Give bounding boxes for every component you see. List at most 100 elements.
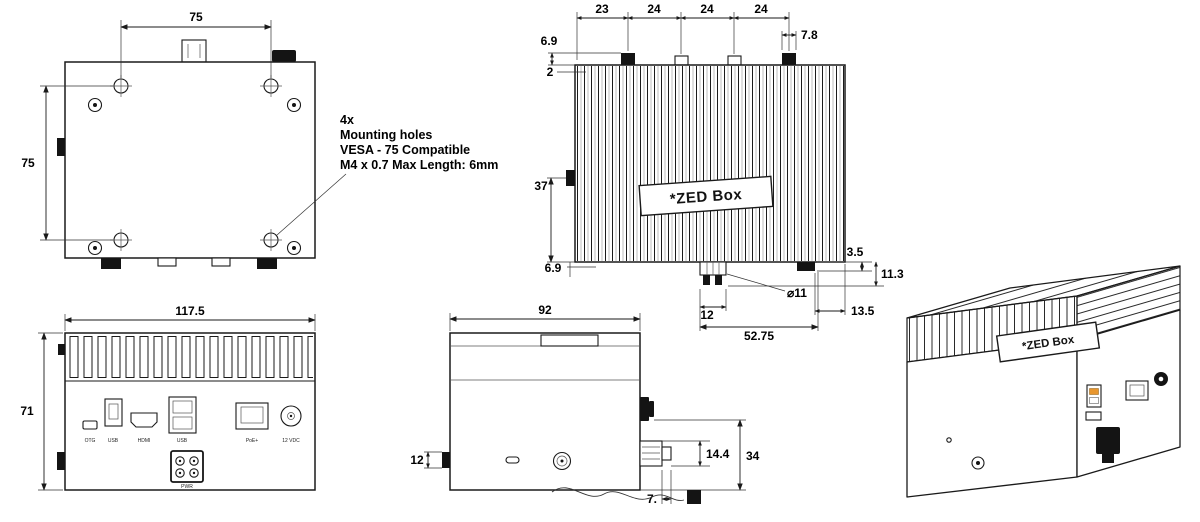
view-iso: *ZED Box xyxy=(906,265,1181,498)
dim-side-width: 92 xyxy=(449,303,641,331)
enclosure-body xyxy=(449,332,641,491)
port-label-lan: PoE+ xyxy=(246,438,258,444)
bottom-power-connector xyxy=(699,261,727,285)
top-connector xyxy=(674,55,689,66)
heatsink-fins xyxy=(576,66,844,261)
usb-port xyxy=(104,398,123,427)
dual-usb-port xyxy=(168,396,197,434)
circular-connector xyxy=(552,451,572,471)
iso-dc-jack xyxy=(1154,372,1168,386)
side-nub xyxy=(57,452,65,470)
dim-side: 37 xyxy=(534,177,575,263)
bottom-slot xyxy=(157,257,177,267)
usb-c-port xyxy=(505,456,520,464)
dim-label: 24 xyxy=(647,2,661,16)
dim-label: 92 xyxy=(538,303,552,317)
top-connector xyxy=(782,53,796,65)
dim-hole-spacing-y: 75 xyxy=(21,85,113,241)
side-nub xyxy=(442,452,450,468)
top-connector xyxy=(621,53,635,65)
note-line-4: M4 x 0.7 Max Length: 6mm xyxy=(340,158,498,172)
vesa-hole xyxy=(260,75,282,97)
top-recess xyxy=(540,334,599,347)
dim-label: 71 xyxy=(20,404,34,418)
zedbox-sticker: *ZED Box xyxy=(638,175,774,217)
dc-jack xyxy=(280,405,302,427)
vesa-hole xyxy=(110,75,132,97)
heatsink-fins xyxy=(67,336,313,380)
ethernet-port xyxy=(235,402,269,430)
top-latch xyxy=(181,39,207,63)
dim-span: 52.75 xyxy=(699,272,819,343)
side-nub xyxy=(566,170,575,186)
iso-power-connector xyxy=(1096,427,1120,463)
micro-usb-port xyxy=(82,420,98,430)
iso-mic-hole xyxy=(946,437,952,443)
side-connector xyxy=(639,440,672,467)
mounting-note: 4x Mounting holes VESA - 75 Compatible M… xyxy=(276,113,498,236)
bottom-plate xyxy=(797,262,815,271)
port-label-power: PWR xyxy=(181,484,193,490)
dim-label: 6.9 xyxy=(545,261,562,275)
bottom-connector xyxy=(257,258,277,269)
antenna-connector xyxy=(272,50,296,62)
top-connector xyxy=(727,55,742,66)
dim-partial: 7. xyxy=(647,470,701,506)
dim-conn-height: 14.4 xyxy=(662,440,730,467)
vesa-hole xyxy=(110,229,132,251)
iso-power-button xyxy=(971,456,985,470)
hdmi-port xyxy=(130,412,158,428)
dim-label: 2 xyxy=(547,65,554,79)
dim-label: 24 xyxy=(754,2,768,16)
dim-label: 75 xyxy=(189,10,203,24)
dim-hole-spacing-x: 75 xyxy=(120,10,272,78)
enclosure-body xyxy=(64,61,316,259)
dim-bottom-offset: 6.9 xyxy=(545,261,596,277)
dim-label: 14.4 xyxy=(706,447,730,461)
dim-label: 11.3 xyxy=(881,267,904,281)
dim-label: 34 xyxy=(746,449,760,463)
antenna-knob xyxy=(640,397,654,421)
dim-label: ⌀11 xyxy=(787,286,807,300)
port-label-dc: 12 VDC xyxy=(282,438,300,444)
dim-label: 13.5 xyxy=(851,304,875,318)
dim-label: 6.9 xyxy=(541,34,558,48)
corner-screw xyxy=(286,240,302,256)
side-nub xyxy=(57,138,65,156)
iso-front-face xyxy=(906,339,1078,498)
zedbox-label: *ZED Box xyxy=(669,186,743,208)
corner-screw xyxy=(286,97,302,113)
vesa-hole xyxy=(260,229,282,251)
iso-hdmi-port xyxy=(1085,411,1102,421)
dim-conn-depth: 11.3 xyxy=(728,261,904,287)
dim-label: 24 xyxy=(700,2,714,16)
dim-conn-w: 12 xyxy=(699,289,727,322)
dim-label: 37 xyxy=(534,179,548,193)
port-label-usb: USB xyxy=(108,438,119,444)
port-label-usb-dual: USB xyxy=(177,438,188,444)
dim-front-height: 71 xyxy=(20,332,63,491)
dim-label: 12 xyxy=(410,453,424,467)
dim-conn-offset: 6.9 xyxy=(541,34,621,66)
corner-screw xyxy=(87,240,103,256)
note-line-3: VESA - 75 Compatible xyxy=(340,143,470,157)
dim-label: 75 xyxy=(21,156,35,170)
dim-conn-width: 7.8 xyxy=(781,28,818,50)
dim-label: 117.5 xyxy=(175,304,205,318)
dim-label: 7.8 xyxy=(801,28,818,42)
dim-label: 23 xyxy=(595,2,609,16)
view-bottom: 75 75 4x Mounting holes VESA - 75 Compat… xyxy=(21,10,498,269)
sketch-squiggle xyxy=(551,487,685,501)
bottom-slot xyxy=(211,257,231,267)
dim-plate-offset: 13.5 xyxy=(814,264,875,318)
iso-usb-stack xyxy=(1086,384,1102,408)
port-label-hdmi: HDMI xyxy=(138,438,151,444)
power-connector-4pin xyxy=(170,450,204,483)
port-label-otg: OTG xyxy=(85,438,96,444)
dim-label: 3.5 xyxy=(847,245,864,259)
note-line-1: 4x xyxy=(340,113,354,127)
note-line-2: Mounting holes xyxy=(340,128,432,142)
view-front: OTG USB HDMI USB PoE+ 12 VDC PWR 117.5 7… xyxy=(20,304,316,491)
